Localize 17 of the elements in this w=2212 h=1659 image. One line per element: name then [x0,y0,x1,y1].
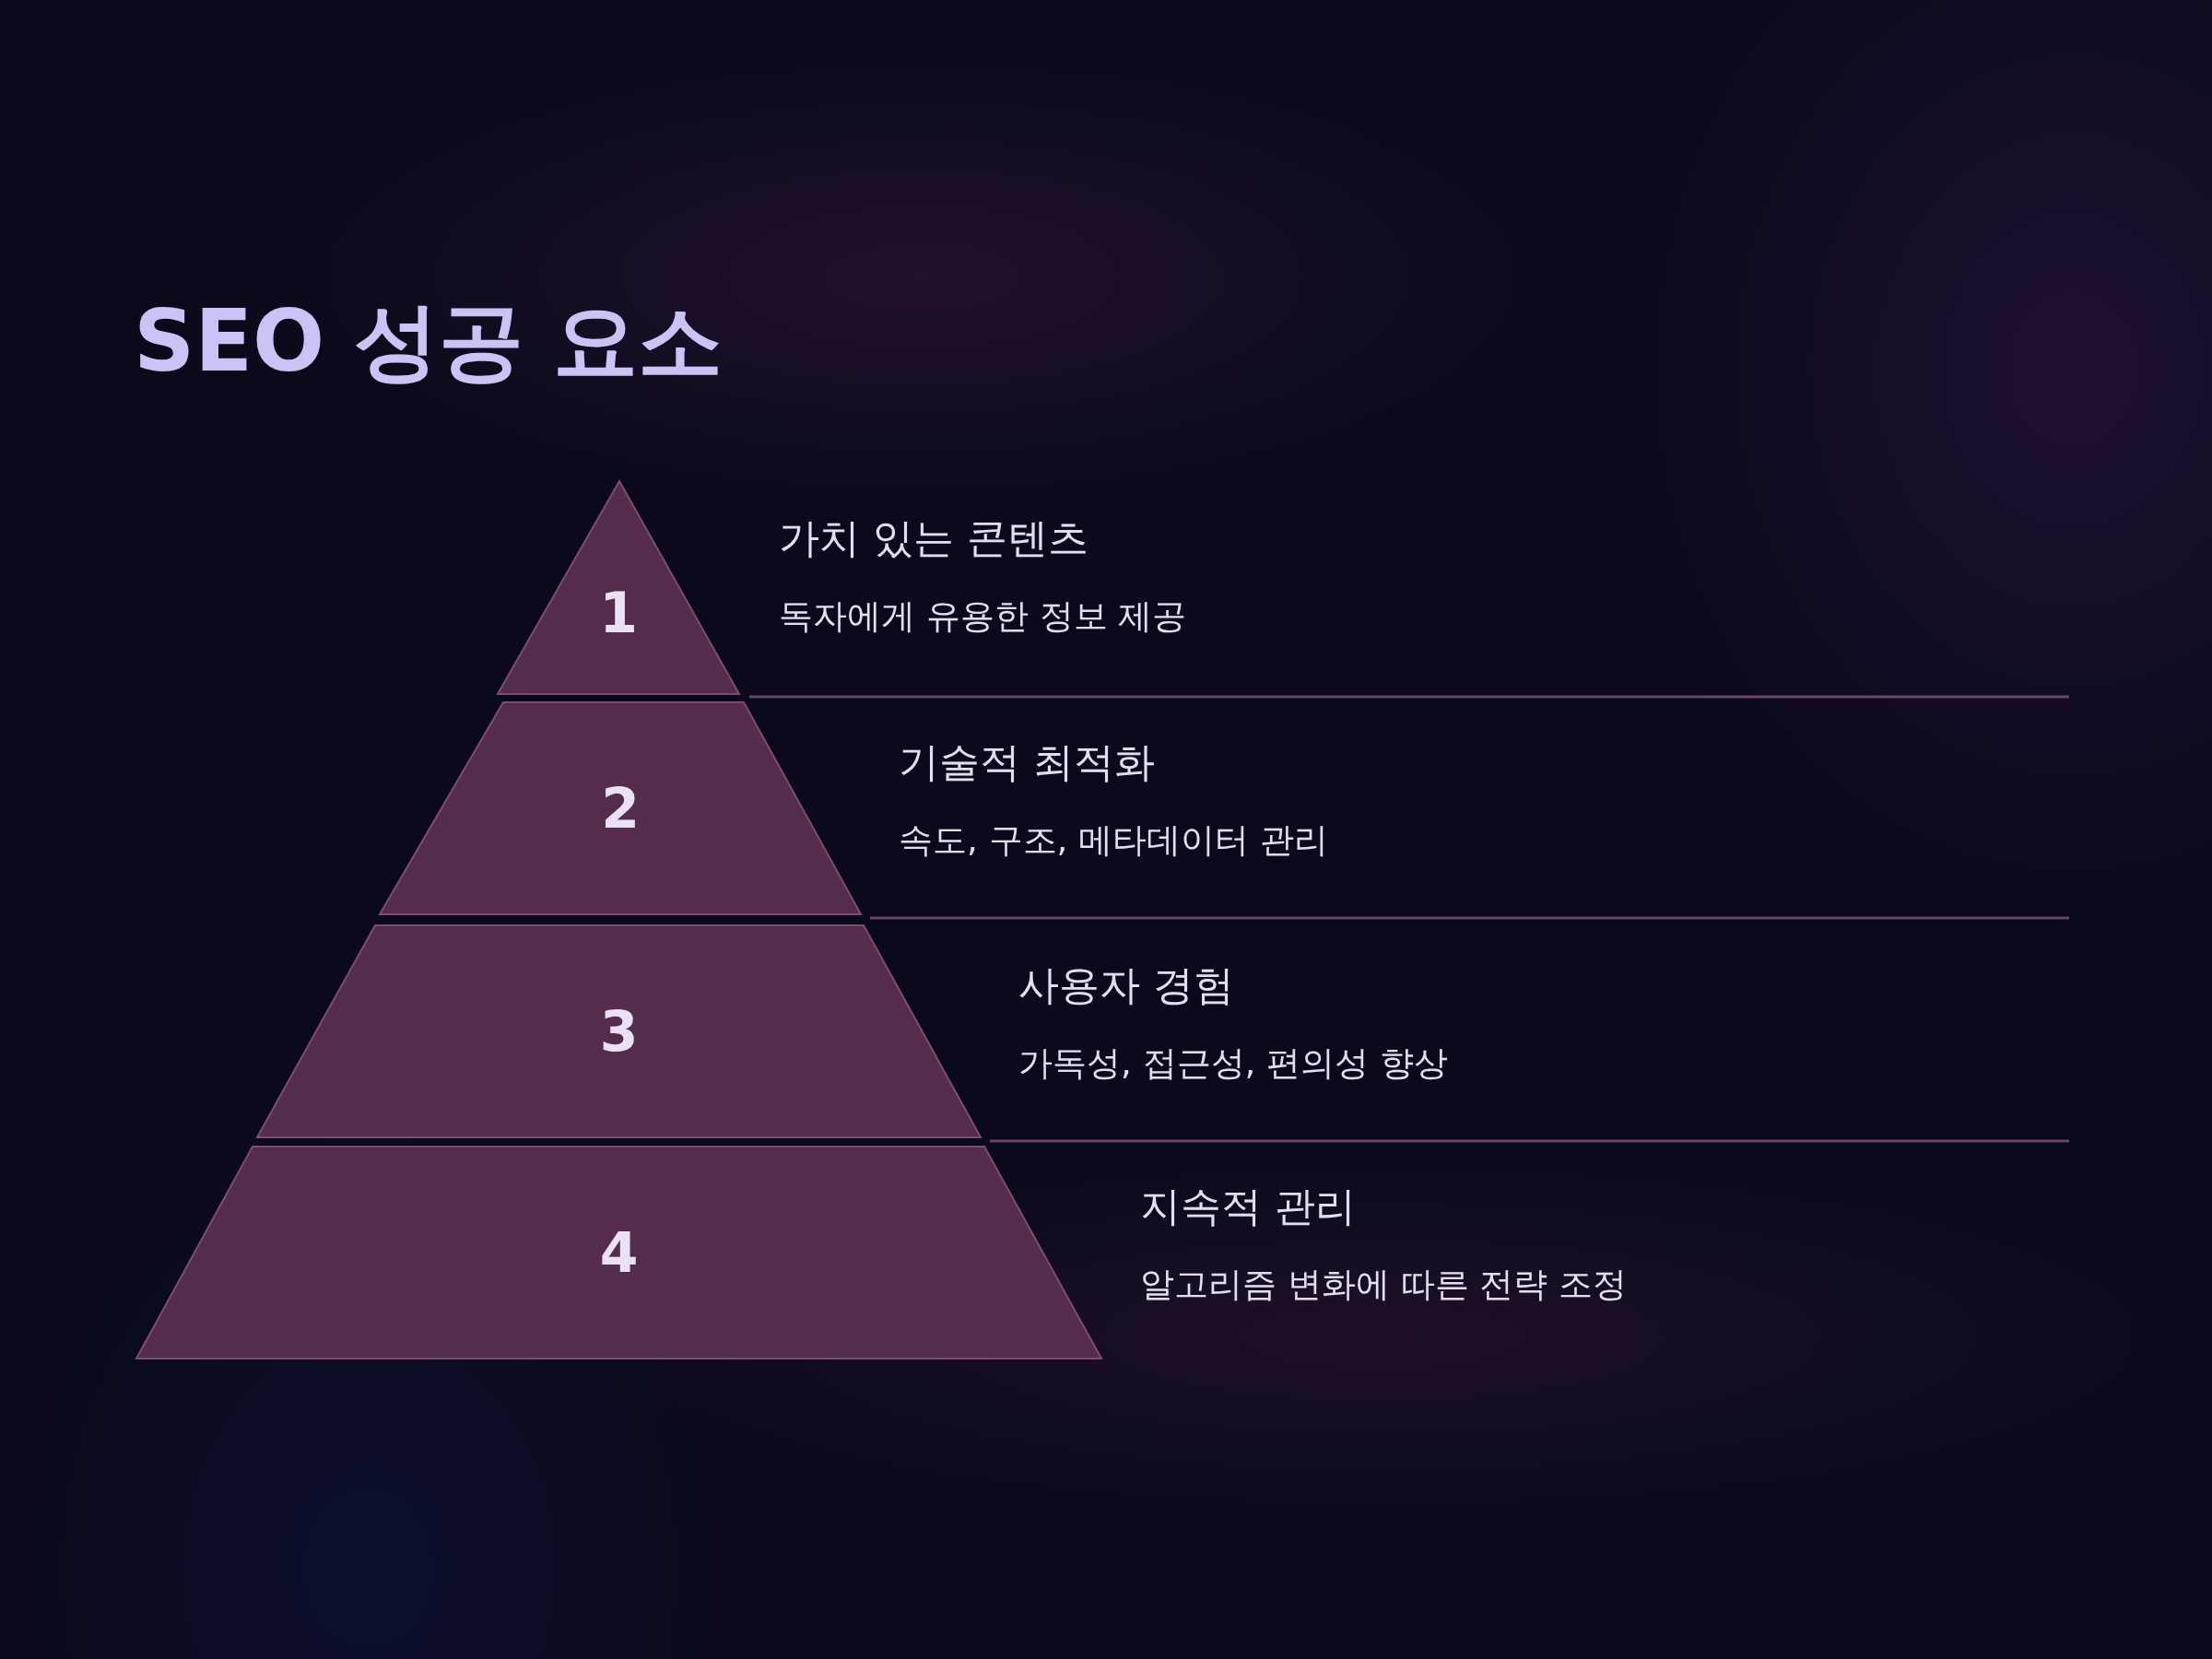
tier-number: 4 [598,1225,640,1280]
tier-heading: 기술적 최적화 [899,742,1155,782]
tier-heading: 지속적 관리 [1140,1186,1356,1227]
tier-number: 1 [598,585,639,641]
tier-description: 독자에게 유용한 정보 제공 [779,599,1187,633]
pyramid-tier [498,481,739,694]
tier-number: 3 [598,1004,640,1059]
pyramid-tier [380,702,861,914]
pyramid-tier [257,925,981,1137]
tier-description: 가독성, 접근성, 편의성 향상 [1018,1046,1448,1080]
title: SEO 성공 요소 [134,300,724,384]
tier-number: 2 [600,781,641,836]
tier-heading: 사용자 경험 [1018,965,1234,1006]
tier-description: 알고리즘 변화에 따른 전략 조정 [1140,1267,1628,1301]
tier-heading: 가치 있는 콘텐츠 [779,518,1088,559]
tier-description: 속도, 구조, 메타데이터 관리 [899,823,1328,857]
pyramid-tier [136,1147,1101,1359]
